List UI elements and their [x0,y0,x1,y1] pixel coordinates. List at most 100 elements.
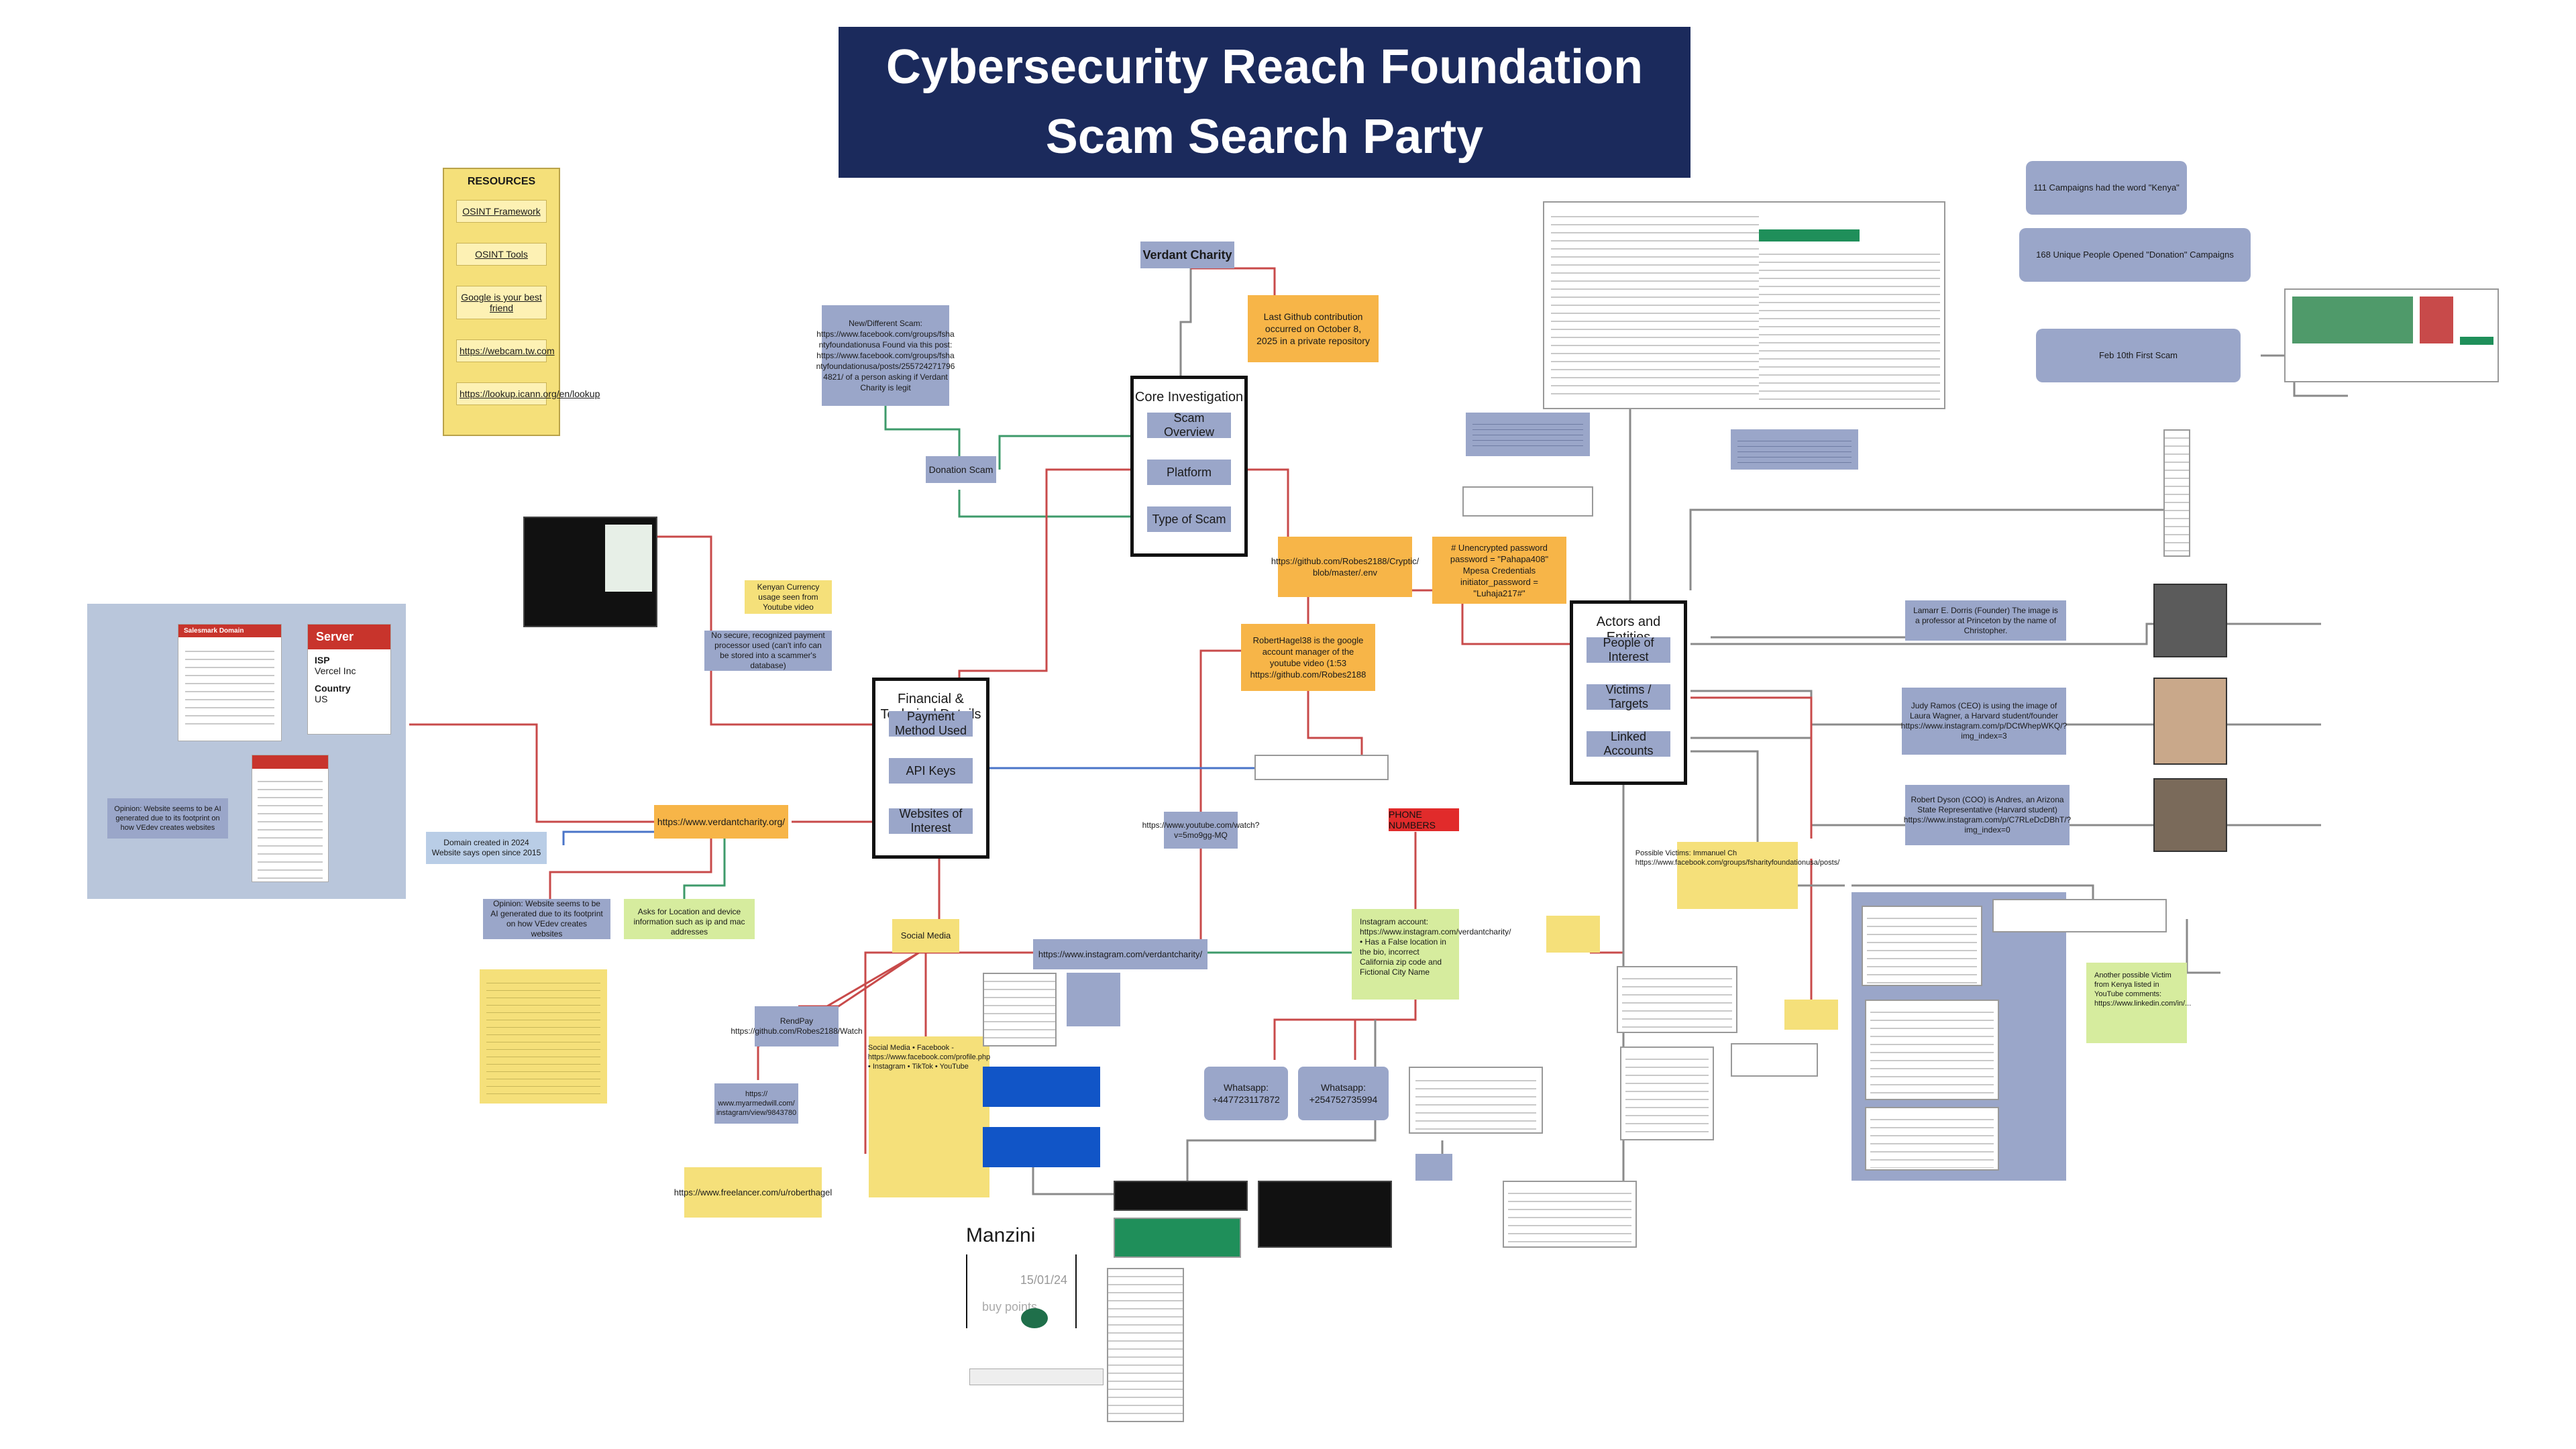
note-unencrypted-password: # Unencrypted password password = "Pahap… [1432,537,1566,604]
note-social-media-list: Social Media • Facebook - https://www.fa… [868,1036,990,1197]
wire-robert-link [1307,678,1363,758]
note-social-media[interactable]: Social Media [892,919,959,953]
note-instagram-account: Instagram account: https://www.instagram… [1352,909,1511,1000]
financial-payment-method[interactable]: Payment Method Used [889,710,973,737]
wire-social-list [924,953,932,1048]
dns-records-card [252,755,329,882]
wire-donation-type [958,490,1140,518]
note-youtube-link[interactable]: https://www.youtube.com/watch?v=5mo9gg‑M… [1142,812,1259,849]
wire-github-actors [1382,589,1570,645]
dns-card-head [252,755,328,769]
note-instagram-link[interactable]: https://www.instagram.com/verdantcharity… [1033,939,1208,969]
screenshot-dark-chat [1258,1181,1392,1248]
tennis-green-btn [2460,337,2493,345]
group-feed-top [1862,906,1982,986]
isp-value: Vercel Inc [315,665,356,676]
manzini-card: 15/01/24 buy points [966,1254,1077,1328]
resource-webcam[interactable]: https://webcam.tw.com [456,339,555,362]
note-feb-first-scam: Feb 10th First Scam [2036,329,2241,382]
note-new-scam: New/Different Scam: https://www.facebook… [816,305,955,406]
wire-social-rendpay [798,951,920,1008]
note-shopping-checkout [1466,413,1590,456]
note-hopping-details [1731,429,1858,470]
core-platform[interactable]: Platform [1147,460,1231,485]
note-opinion-left: Opinion: Website seems to be AI generate… [107,798,228,839]
screenshot-small-reply [1731,1043,1818,1077]
group-feed-bottom-lines [1870,1112,1994,1168]
core-scam-overview[interactable]: Scam Overview [1147,411,1231,439]
note-verdant-website[interactable]: https://www.verdantcharity.org/ [654,805,788,839]
manzini-label: Manzini [966,1224,1036,1246]
title-line-2: Scam Search Party [1045,110,1484,164]
avatar-robert [2153,778,2227,852]
note-rendpay[interactable]: RendPay https://github.com/Robes2188/Wat… [731,1006,863,1046]
actors-linked-accounts[interactable]: Linked Accounts [1587,730,1670,757]
verdant-charity-node[interactable]: Verdant Charity [1140,241,1234,268]
screenshot-tennis [2284,288,2499,382]
diagram-title: Cybersecurity Reach Foundation Scam Sear… [839,27,1690,178]
note-github-contribution: Last Github contribution occurred on Oct… [1248,295,1379,362]
instagram-account-bullet: • Has a False location in the bio, incor… [1360,937,1446,977]
group-feed-mid [1865,1000,1999,1100]
actors-victims-targets[interactable]: Victims / Targets [1587,683,1670,710]
note-asks-location: Asks for Location and device information… [624,899,755,939]
wire-site-opinion [549,839,712,899]
list-right-lines [1625,1052,1709,1138]
note-campaigns-kenya: 111 Campaigns had the word "Kenya" [2026,161,2187,215]
screenshot-phone-right [2163,429,2190,557]
group-feed-top-lines [1867,911,1977,983]
resource-osint-framework[interactable]: OSINT Framework [456,200,547,223]
screenshot-comments [1617,966,1737,1033]
screenshot-list-right [1620,1046,1714,1140]
country-value: US [315,694,328,704]
instagram-bullet-text: Has a False location in the bio, incorre… [1360,937,1446,977]
screenshot-comment-bottom [1503,1181,1637,1248]
title-line-1: Cybersecurity Reach Foundation [885,40,1644,94]
wire-site-asks [683,839,726,899]
wire-victims-possible [1690,696,1813,839]
resources-heading: RESOURCES [467,176,536,187]
resource-osint-tools[interactable]: OSINT Tools [456,243,547,266]
email-green-banner [1759,229,1860,241]
registrar-card-lines [185,644,274,724]
actors-people-of-interest[interactable]: People of Interest [1587,636,1670,663]
screenshot-message-center [1409,1067,1543,1134]
screenshot-small-form [1462,486,1593,517]
note-lamarr-dorris: Lamarr E. Dorris (Founder) The image is … [1905,600,2066,641]
resource-google[interactable]: Google is your best friend [456,286,547,319]
financial-websites-of-interest[interactable]: Websites of Interest [889,807,973,835]
link-button-1[interactable] [983,1067,1100,1107]
note-left-yellow-lines [486,976,600,1097]
core-type-of-scam[interactable]: Type of Scam [1147,506,1231,532]
wire-actors-people [1711,617,1913,639]
financial-api-keys[interactable]: API Keys [889,758,973,784]
note-freelancer[interactable]: https://www.freelancer.com/u/roberthagel [674,1167,832,1218]
note-hopping-lines [1737,436,1851,463]
wire-core-donation [998,435,1134,470]
manzini-sub: buy points [982,1300,1038,1313]
wire-social-https [757,951,920,1080]
note-opinion-mid: Opinion: Website seems to be AI generate… [483,899,610,939]
note-phone-numbers: PHONE NUMBERS [1389,808,1459,831]
comments-lines [1622,971,1732,1030]
note-donation-scam[interactable]: Donation Scam [926,456,996,483]
note-unique-donation: 168 Unique People Opened "Donation" Camp… [2019,228,2251,282]
screenshot-dark-strip [1114,1181,1248,1211]
note-whatsapp-2: Whatsapp: +254752735994 [1298,1067,1389,1120]
resource-icann-lookup[interactable]: https://lookup.icann.org/en/lookup [456,382,600,405]
screenshot-tags-row [969,1368,1104,1385]
wire-linked-right [1690,750,1845,887]
email-left-lines [1551,209,1759,397]
avatar-judy [2153,678,2227,765]
manzini-date: 15/01/24 [1020,1273,1067,1287]
manzini-green-dot [1021,1308,1048,1328]
wire-site-left [409,723,657,823]
note-https-link[interactable]: https:// www.myarmedwill.com/ instagram/… [714,1083,798,1124]
link-button-2[interactable] [983,1127,1100,1167]
server-card: Server ISP Vercel Inc Country US [307,624,391,735]
wire-verdant-core [1179,268,1192,376]
registrar-card: Salesmark Domain [178,624,282,741]
note-robert-dyson: Robert Dyson (COO) is Andres, an Arizona… [1904,785,2071,845]
screenshot-whatsapp-green [1114,1218,1241,1258]
wire-right-gray [1851,884,2094,899]
